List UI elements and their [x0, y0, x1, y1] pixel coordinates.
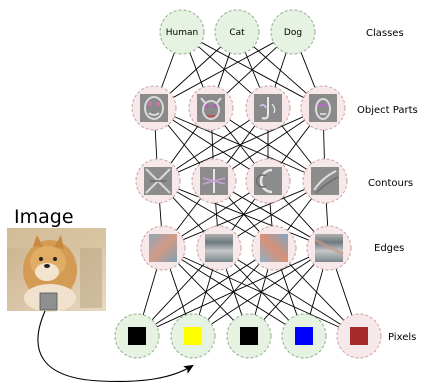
- connection-line: [176, 119, 250, 170]
- connection-line: [189, 52, 204, 88]
- layer-label-classes: Classes: [366, 28, 404, 39]
- object-part-node-4: [300, 85, 346, 131]
- layer-label-edges: Edges: [374, 243, 404, 254]
- layer-label-pixels: Pixels: [388, 332, 416, 343]
- object-part-node-2: [188, 85, 234, 131]
- connection-line: [159, 202, 162, 227]
- pixel-swatch-2: [184, 327, 202, 345]
- edge-node-4: [306, 225, 352, 271]
- connection-line: [170, 125, 199, 164]
- contour-node-1: [135, 158, 181, 204]
- class-node-human: Human: [159, 9, 205, 55]
- connection-line: [323, 129, 325, 160]
- connection-line: [156, 256, 310, 328]
- connection-line: [215, 202, 218, 227]
- connection-line: [181, 192, 250, 237]
- sampled-patch: [39, 292, 58, 311]
- edge-node-1: [140, 225, 186, 271]
- connection-line: [300, 52, 316, 88]
- connection-line: [282, 196, 315, 233]
- class-node-dog: Dog: [270, 9, 316, 55]
- connection-line: [325, 202, 329, 227]
- pixel-swatch-4: [295, 327, 313, 345]
- object-part-node-1: [131, 85, 177, 131]
- contour-node-3: [245, 158, 291, 204]
- connection-line: [172, 119, 250, 170]
- object-part-node-3: [245, 85, 291, 131]
- connection-line: [269, 202, 273, 227]
- edge-node-2: [196, 225, 242, 271]
- contour-node-4: [302, 158, 348, 204]
- pixel-swatch-5: [350, 327, 368, 345]
- connection-line: [175, 198, 202, 231]
- layer-label-object-parts: Object Parts: [357, 105, 418, 116]
- connection-line: [183, 188, 305, 241]
- layer-label-contours: Contours: [368, 178, 413, 189]
- connection-line: [281, 125, 312, 164]
- pixel-node-1: [114, 313, 160, 359]
- pixel-node-2: [170, 313, 216, 359]
- contour-node-2: [191, 158, 237, 204]
- connection-line: [173, 42, 274, 98]
- contours-layer: Contours: [135, 158, 413, 204]
- pixel-swatch-3: [240, 327, 258, 345]
- edge-node-3: [251, 225, 297, 271]
- network-connections: [142, 42, 353, 328]
- connection-line: [151, 263, 205, 321]
- connection-line: [154, 129, 158, 160]
- connection-line: [274, 52, 287, 88]
- classes-layer: Human Cat Dog Classes: [159, 9, 404, 55]
- connection-line: [263, 263, 315, 321]
- connection-line: [232, 119, 305, 170]
- connection-line: [198, 46, 252, 94]
- pixels-layer: Pixels: [114, 313, 416, 359]
- object-parts-layer: Object Parts: [131, 85, 418, 131]
- pixel-node-5: [336, 313, 382, 359]
- connection-line: [335, 268, 353, 316]
- connection-line: [309, 269, 324, 315]
- connection-line: [169, 46, 222, 94]
- connection-line: [253, 46, 307, 94]
- connection-line: [155, 259, 256, 325]
- pixel-swatch-1: [128, 327, 146, 345]
- connection-line: [142, 268, 158, 316]
- input-arrow: [37, 310, 194, 382]
- class-label-dog: Dog: [284, 28, 302, 38]
- class-node-cat: Cat: [214, 9, 260, 55]
- connection-line: [280, 125, 311, 164]
- connection-line: [211, 259, 311, 325]
- pixel-node-4: [281, 313, 327, 359]
- edges-feature-layer: Edges: [140, 225, 404, 271]
- connection-line: [161, 52, 175, 88]
- image-title: Image: [14, 206, 74, 228]
- connection-line: [237, 192, 307, 237]
- connection-line: [177, 116, 304, 173]
- class-label-human: Human: [166, 28, 198, 38]
- class-label-cat: Cat: [229, 28, 245, 38]
- pixel-node-3: [226, 313, 272, 359]
- connection-line: [286, 198, 313, 231]
- input-image-group: Image: [7, 206, 194, 382]
- connection-line: [226, 46, 278, 94]
